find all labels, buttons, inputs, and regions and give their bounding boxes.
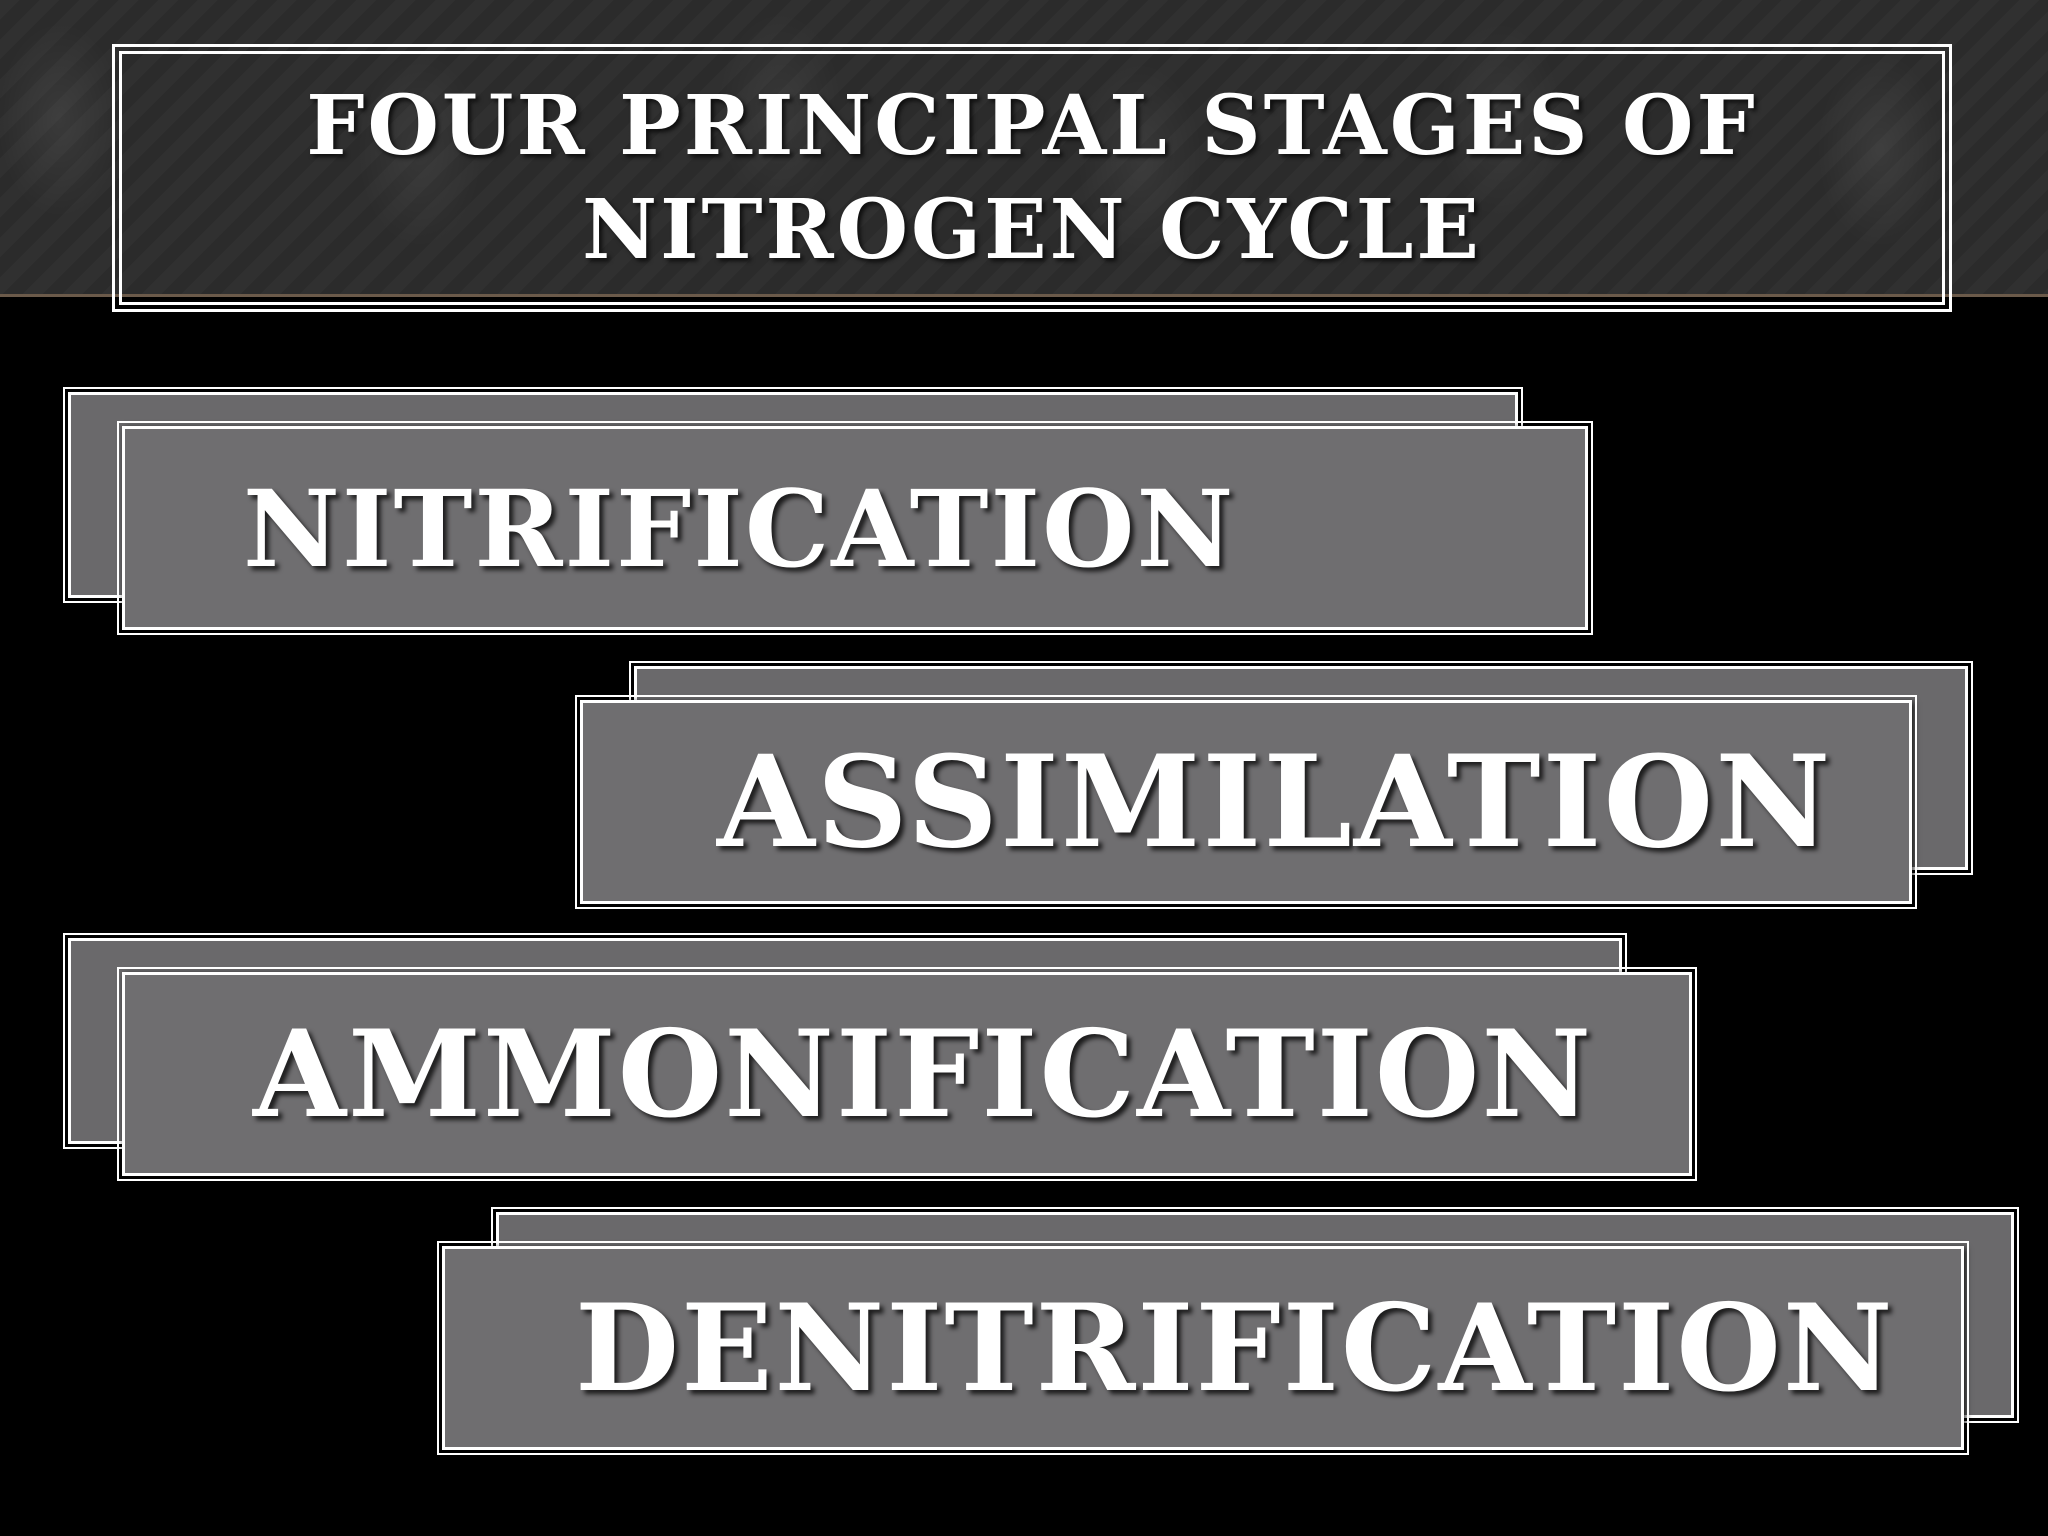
stage-nitrification: NITRIFICATION bbox=[0, 0, 2048, 635]
header-divider bbox=[0, 294, 2048, 297]
stage-label: DENITRIFICATION bbox=[575, 1277, 1895, 1419]
stage-assimilation: ASSIMILATION bbox=[0, 0, 2048, 909]
stage-front-panel: NITRIFICATION bbox=[117, 421, 1593, 635]
title-inner-frame: FOUR PRINCIPAL STAGES OF NITROGEN CYCLE bbox=[119, 51, 1945, 305]
stage-label: AMMONIFICATION bbox=[253, 1003, 1594, 1145]
page-title: FOUR PRINCIPAL STAGES OF NITROGEN CYCLE bbox=[306, 74, 1757, 282]
stage-label: ASSIMILATION bbox=[717, 728, 1833, 876]
title-line-2: NITROGEN CYCLE bbox=[582, 182, 1482, 278]
stage-front-panel: AMMONIFICATION bbox=[117, 967, 1697, 1181]
stage-label: NITRIFICATION bbox=[243, 465, 1236, 591]
stage-ammonification: AMMONIFICATION bbox=[0, 0, 2048, 1181]
header-damask-background bbox=[0, 0, 2048, 296]
title-frame: FOUR PRINCIPAL STAGES OF NITROGEN CYCLE bbox=[112, 44, 1952, 312]
title-line-1: FOUR PRINCIPAL STAGES OF bbox=[306, 78, 1758, 174]
stage-front-panel: ASSIMILATION bbox=[575, 695, 1917, 909]
stage-front-panel: DENITRIFICATION bbox=[437, 1241, 1969, 1455]
stage-denitrification: DENITRIFICATION bbox=[0, 0, 2048, 1455]
